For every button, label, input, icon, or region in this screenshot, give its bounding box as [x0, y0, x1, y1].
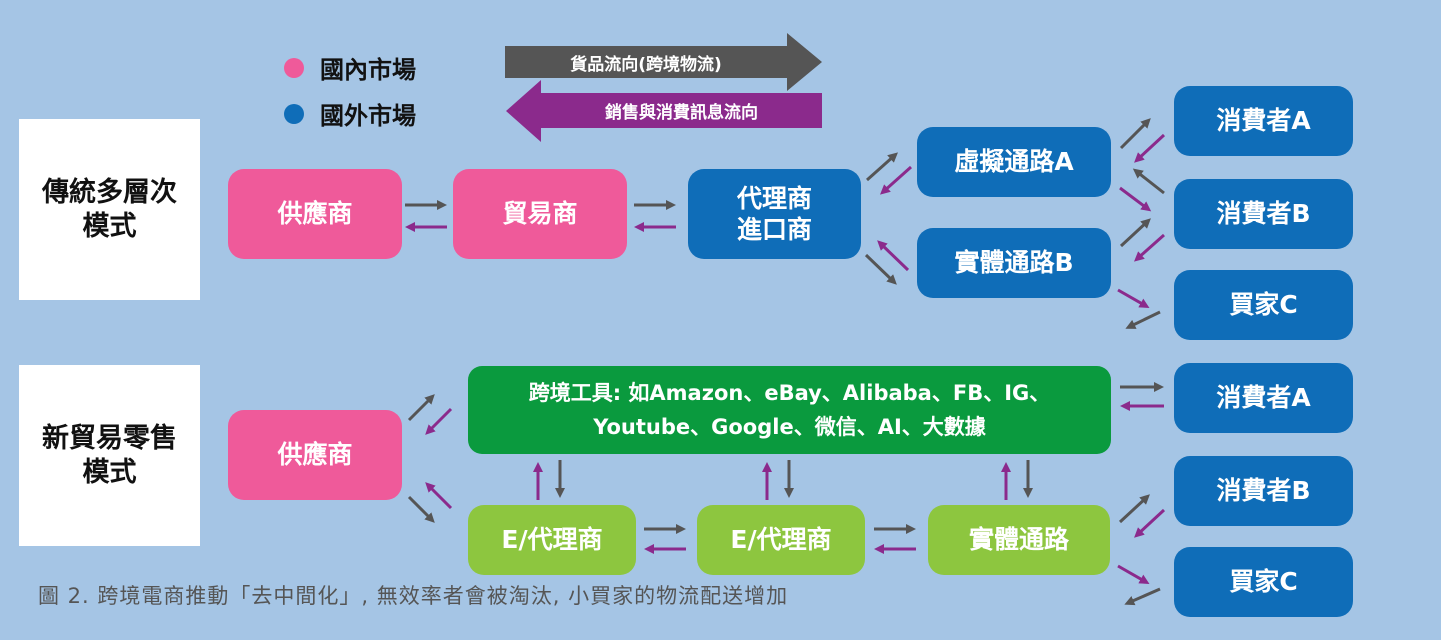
- info-arrow: [425, 407, 453, 435]
- traditional-supplier: 供應商: [228, 169, 402, 259]
- info-arrow: [1119, 186, 1152, 212]
- goods-arrow: [1119, 218, 1151, 248]
- new-retail-supplier: 供應商: [228, 410, 402, 500]
- traditional-title-line1: 傳統多層次: [42, 176, 177, 208]
- traditional-virtual-channel-a: 虛擬通路A: [917, 127, 1111, 197]
- goods-arrow: [1125, 310, 1161, 329]
- tools-line2: Youtube、Google、微信、AI、大數據: [593, 415, 986, 439]
- info-arrow: [1117, 564, 1150, 584]
- goods-flow-arrow: [505, 33, 822, 91]
- new-retail-physical-channel: 實體通路: [928, 505, 1110, 575]
- tools-line1: 跨境工具: 如Amazon、eBay、Alibaba、FB、IG、: [528, 380, 1051, 405]
- goods-arrow: [407, 394, 435, 422]
- traditional-physical-channel-b: 實體通路B: [917, 228, 1111, 298]
- goods-flow-label: 貨品流向(跨境物流): [570, 54, 722, 75]
- goods-arrow: [407, 495, 435, 523]
- traditional-agent-importer: 代理商 進口商: [688, 169, 861, 259]
- agent-line1: 代理商: [736, 183, 812, 213]
- legend-foreign-label: 國外市場: [320, 102, 416, 130]
- e-agent-1: E/代理商: [468, 505, 636, 575]
- traditional-model-title: 傳統多層次 模式: [19, 119, 200, 300]
- new-retail-title-line1: 新貿易零售: [42, 422, 177, 454]
- traditional-buyer-c: 買家C: [1174, 270, 1353, 340]
- new-retail-model-title: 新貿易零售 模式: [19, 365, 200, 546]
- goods-arrow: [1124, 587, 1161, 606]
- traditional-title-line2: 模式: [82, 210, 137, 242]
- goods-arrow: [1119, 118, 1151, 150]
- goods-arrow: [1118, 494, 1150, 524]
- figure-caption: 圖 2. 跨境電商推動「去中間化」, 無效率者會被淘汰, 小買家的物流配送增加: [38, 584, 789, 608]
- traditional-consumer-a: 消費者A: [1174, 86, 1353, 156]
- agent-line2: 進口商: [736, 215, 812, 244]
- legend-foreign: 國外市場: [284, 96, 416, 131]
- new-retail-consumer-a: 消費者A: [1174, 363, 1353, 433]
- info-arrow: [1117, 288, 1150, 308]
- goods-arrow: [1132, 168, 1165, 195]
- new-retail-title-line2: 模式: [82, 456, 137, 488]
- info-arrow: [1134, 133, 1166, 163]
- cross-border-tools: 跨境工具: 如Amazon、eBay、Alibaba、FB、IG、 Youtub…: [468, 366, 1111, 454]
- info-flow-label: 銷售與消費訊息流向: [605, 103, 758, 123]
- info-arrow: [880, 165, 912, 195]
- goods-arrow: [866, 152, 898, 182]
- traditional-consumer-b: 消費者B: [1174, 179, 1353, 249]
- new-retail-buyer-c: 買家C: [1174, 547, 1353, 617]
- traditional-trader: 貿易商: [453, 169, 627, 259]
- goods-arrow: [864, 253, 897, 285]
- e-agent-2: E/代理商: [697, 505, 865, 575]
- domestic-dot: [284, 57, 304, 78]
- info-arrow: [1134, 233, 1165, 262]
- foreign-dot: [284, 103, 304, 124]
- info-flow-arrow: [506, 80, 822, 142]
- new-retail-consumer-b: 消費者B: [1174, 456, 1353, 526]
- info-arrow: [425, 482, 453, 510]
- legend-domestic: 國內市場: [284, 50, 416, 85]
- legend-domestic-label: 國內市場: [320, 56, 416, 84]
- info-arrow: [877, 240, 910, 272]
- info-arrow: [1134, 508, 1166, 538]
